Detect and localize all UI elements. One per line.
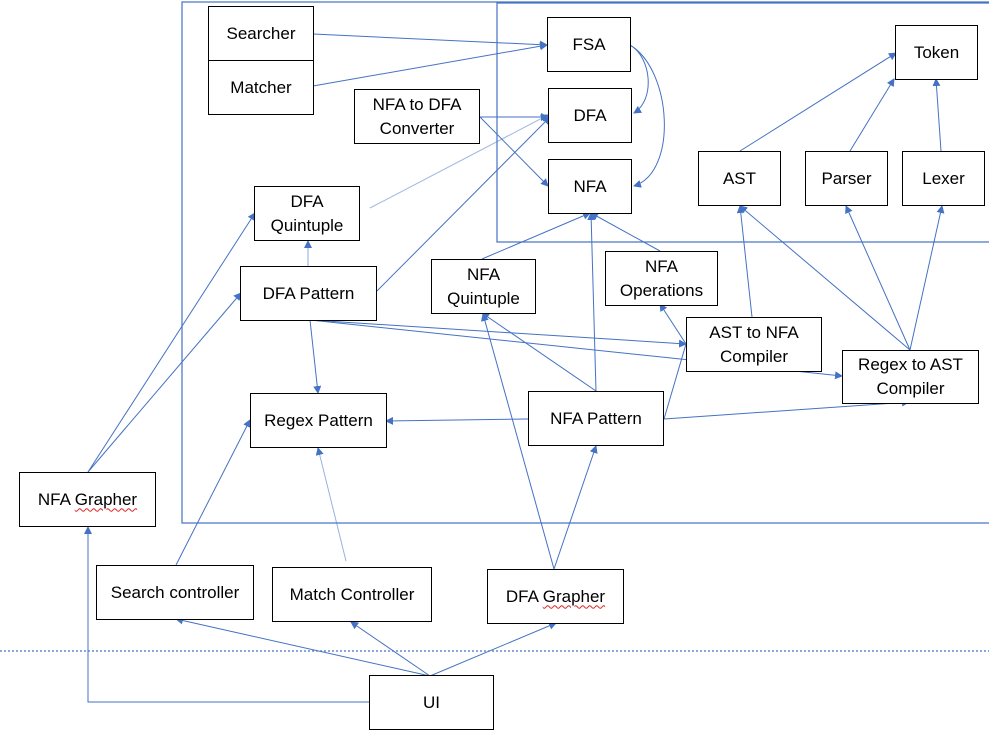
nfa-to-dfa-converter-box: NFA to DFA Converter <box>354 89 480 144</box>
dfa-grapher-label-a: DFA <box>505 586 543 606</box>
edge-searcher-fsa <box>312 33 548 49</box>
matcher-box: Matcher <box>208 60 314 115</box>
token-box: Token <box>895 25 978 80</box>
edge-ui-searchcontroller <box>175 616 431 677</box>
edge-nfapattern-nfaquintuple <box>481 312 597 392</box>
edge-nfaquintuple-nfa <box>481 212 591 260</box>
edge-converter-nfa <box>479 116 549 187</box>
edge-dfapattern-regexpattern <box>309 319 322 394</box>
dfa-grapher-label-b: Grapher <box>542 586 606 606</box>
dfa-grapher-box: DFA Grapher <box>487 569 624 624</box>
nfa-operations-box: NFA Operations <box>605 251 718 306</box>
edge-nfapattern-regexpattern <box>385 416 529 425</box>
ast-to-nfa-compiler-box: AST to NFA Compiler <box>686 317 822 372</box>
nfa-quintuple-box: NFA Quintuple <box>431 259 536 314</box>
edge-parser-token <box>849 78 895 152</box>
regex-pattern-box: Regex Pattern <box>250 393 387 448</box>
nfa-box: NFA <box>548 159 632 214</box>
dfa-quintuple-box: DFA Quintuple <box>254 186 360 241</box>
nfa-grapher-label-a: NFA <box>37 489 75 509</box>
automata-package-frame <box>496 2 989 243</box>
nfa-grapher-label-b: Grapher <box>74 489 138 509</box>
edge-lexer-token <box>932 78 942 152</box>
edge-ui-dfagrapher <box>429 622 557 677</box>
parser-box: Parser <box>805 151 888 206</box>
outer-package-frame <box>181 1 989 524</box>
edge-ui-matchcontroller <box>350 621 431 677</box>
edge-dfapattern-dfa <box>376 116 551 292</box>
edge-nfapattern-nfa <box>587 212 597 392</box>
edge-nfapattern-regextoast <box>663 398 910 420</box>
edge-nfaoperations-nfa <box>590 212 661 252</box>
search-controller-box: Search controller <box>96 565 254 620</box>
ast-box: AST <box>698 151 781 206</box>
match-controller-box: Match Controller <box>272 567 432 622</box>
nfa-pattern-box: NFA Pattern <box>528 391 664 446</box>
edge-dfaquintuple-dfa <box>369 114 549 209</box>
dfa-pattern-box: DFA Pattern <box>240 266 377 321</box>
regex-to-ast-compiler-box: Regex to AST Compiler <box>842 350 979 404</box>
dfa-box: DFA <box>548 88 632 143</box>
edge-ui-nfagrapher <box>84 526 369 703</box>
edge-nfagrapher-dfaquintuple <box>87 212 256 473</box>
edge-regextoast-parser <box>845 205 911 351</box>
edge-dfapattern-asttonfa <box>309 319 687 348</box>
edge-regextoast-lexer <box>909 205 945 351</box>
edge-matchcontroller-regexpattern <box>315 447 347 562</box>
nfa-grapher-box: NFA Grapher <box>19 472 156 527</box>
ui-box: UI <box>369 675 494 730</box>
searcher-box: Searcher <box>208 6 314 61</box>
edge-fsa-nfa <box>629 44 665 188</box>
edge-regextoast-ast <box>739 205 911 351</box>
edge-searchcontroller-regexpattern <box>175 419 251 566</box>
edge-nfagrapher-dfapattern <box>87 292 242 473</box>
edge-matcher-fsa <box>312 42 548 87</box>
edge-asttonfa-ast <box>736 205 753 318</box>
edge-dfagrapher-nfapattern <box>553 445 598 570</box>
edge-fsa-dfa <box>629 44 649 114</box>
edge-dfagrapher-nfaquintuple <box>481 313 555 570</box>
fsa-box: FSA <box>547 17 631 72</box>
lexer-box: Lexer <box>902 151 985 206</box>
edge-ast-token <box>739 52 897 152</box>
